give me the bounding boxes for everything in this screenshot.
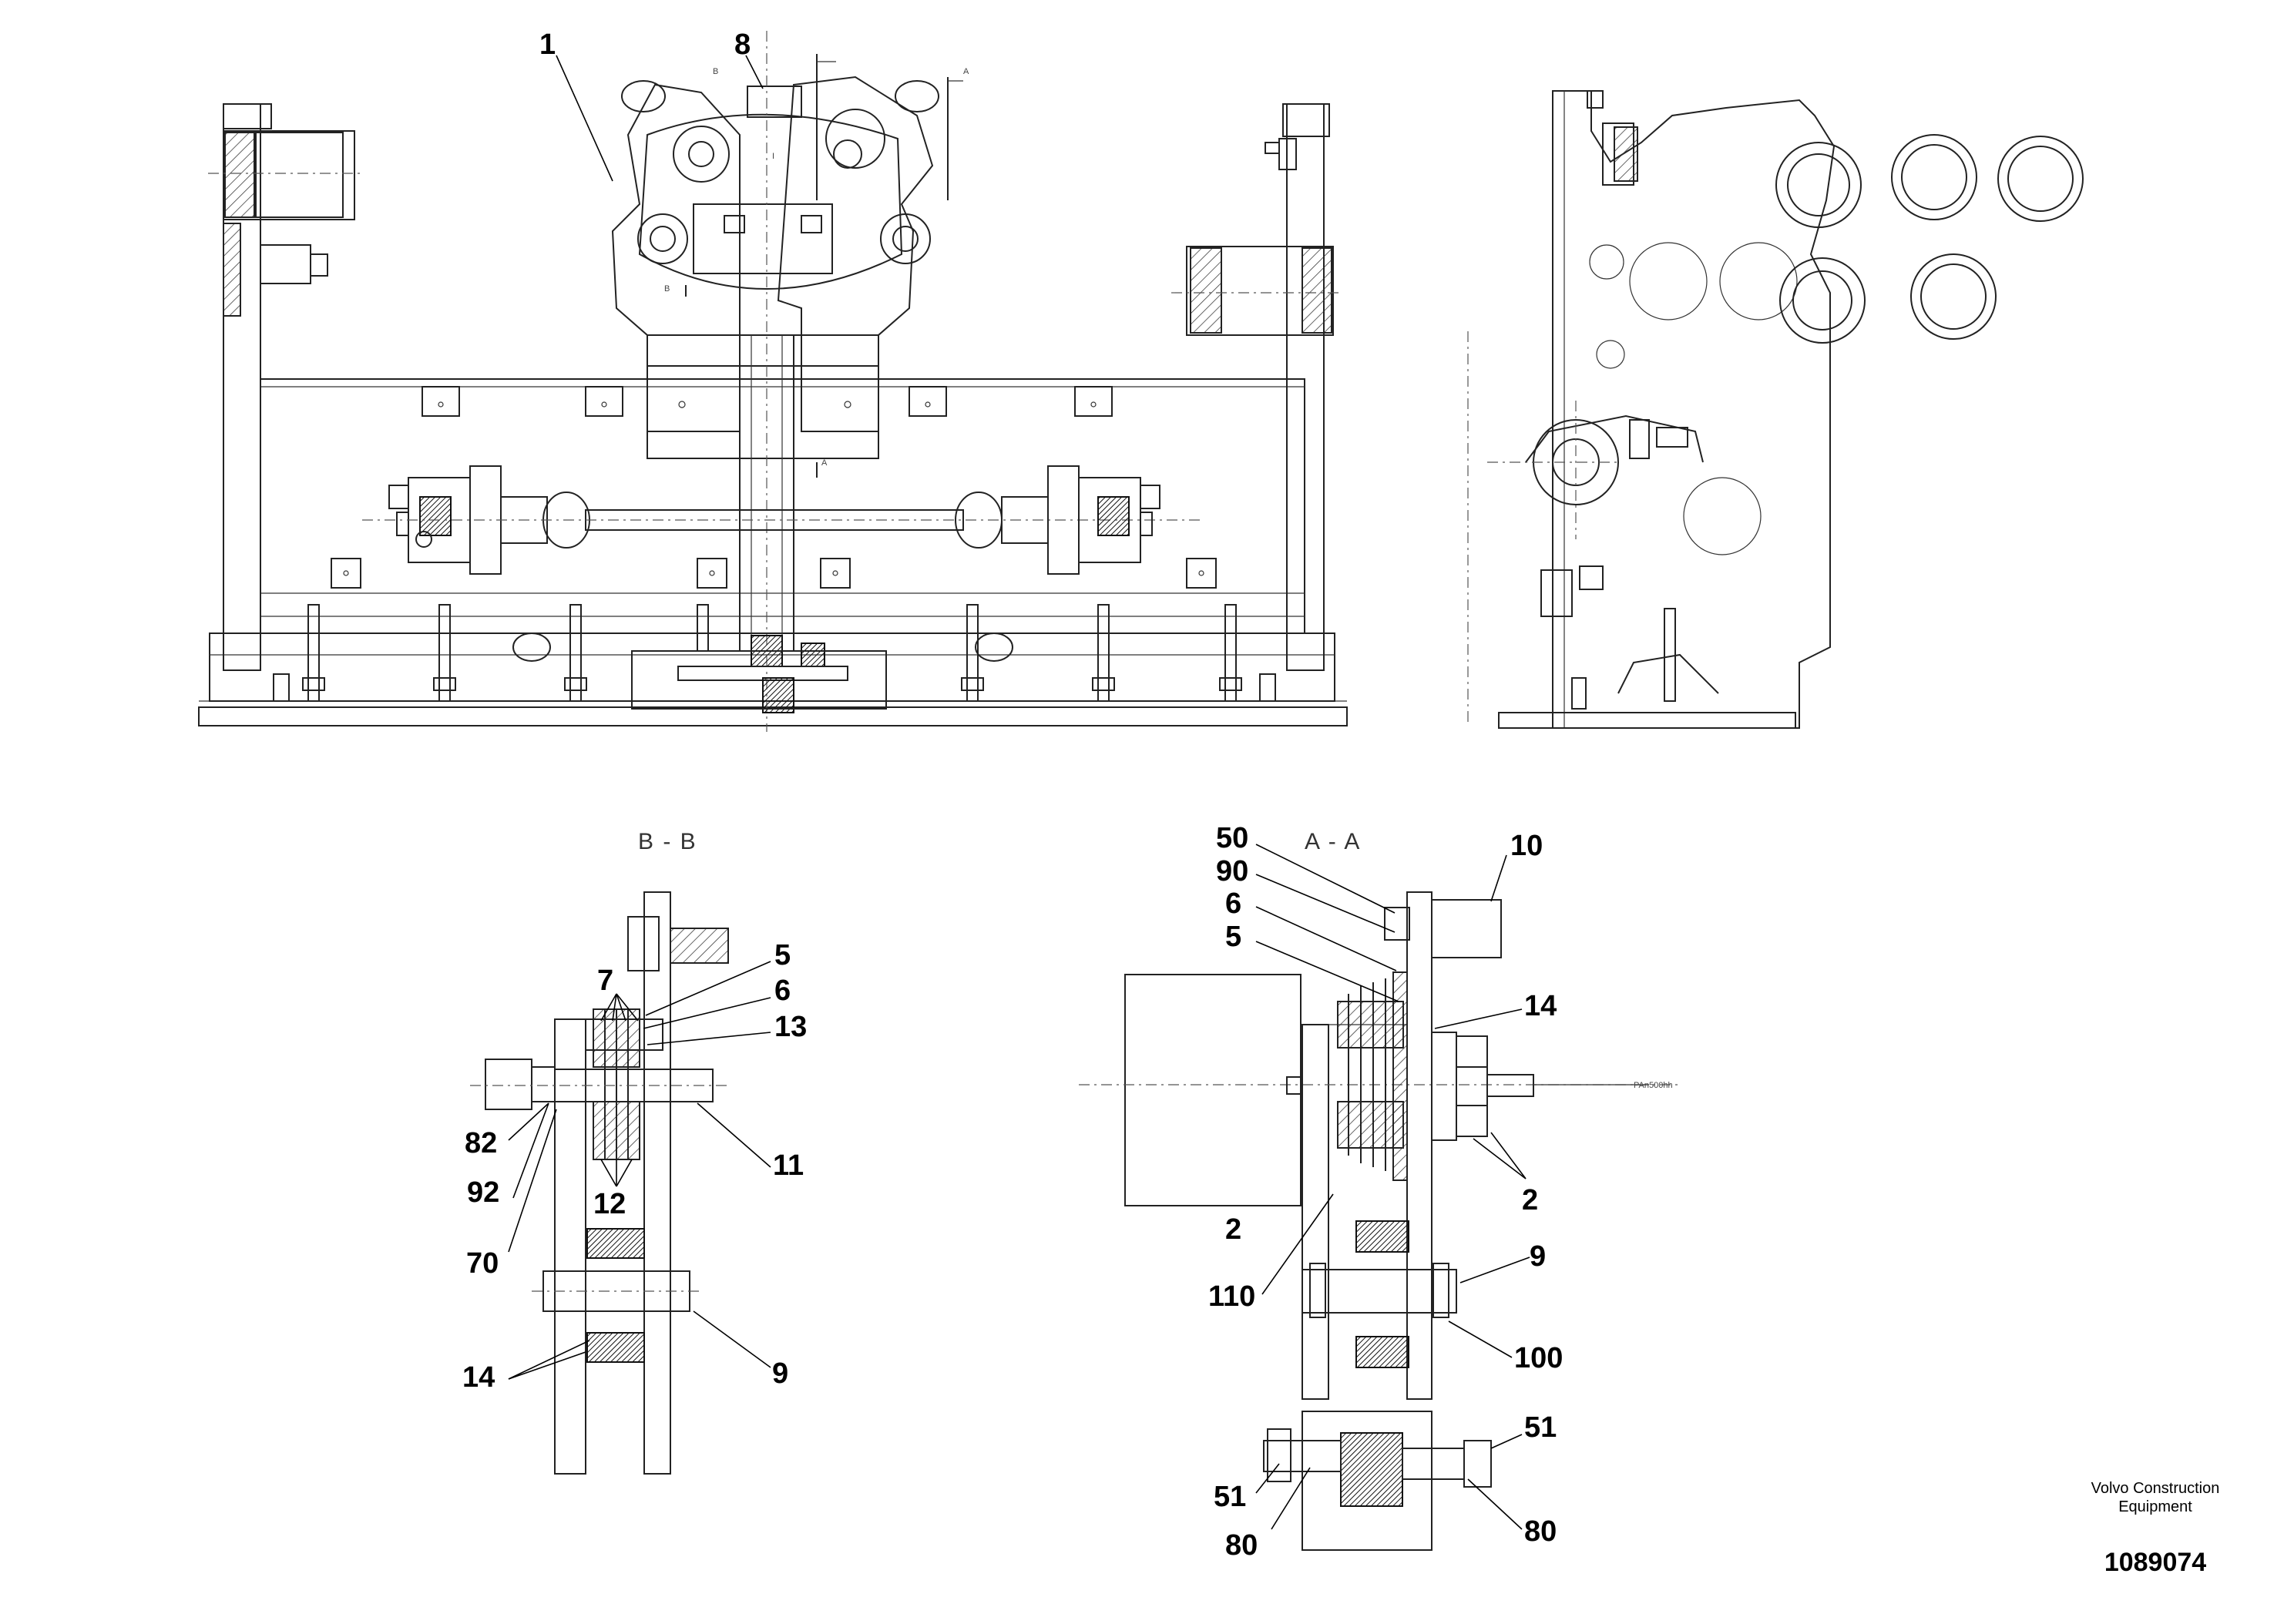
bb-callout-9: 9 [772, 1357, 788, 1390]
bb-callout-5: 5 [774, 939, 791, 971]
aa-callout-80-left: 80 [1225, 1529, 1258, 1562]
section-marker-b-top: B [713, 67, 718, 76]
bb-callout-6: 6 [774, 975, 791, 1007]
aa-callout-51-left: 51 [1214, 1481, 1246, 1513]
bb-callout-82: 82 [465, 1127, 497, 1159]
bb-callout-14: 14 [462, 1361, 495, 1394]
section-title-aa: A - A [1305, 829, 1361, 854]
section-marker-b-lower: B [664, 284, 670, 294]
aa-callout-10: 10 [1510, 830, 1543, 862]
drawing-number: 1089074 [2104, 1548, 2207, 1577]
section-aa: A - A [1079, 822, 1680, 1562]
callout-8: 8 [734, 29, 751, 61]
aa-callout-6: 6 [1225, 887, 1241, 920]
bb-callout-70: 70 [466, 1247, 499, 1280]
bracket-row-upper [422, 386, 1113, 417]
aa-callout-50: 50 [1216, 822, 1248, 854]
aa-callout-80-right: 80 [1524, 1515, 1557, 1548]
aa-callout-90: 90 [1216, 855, 1248, 887]
company-name-line2: Equipment [2118, 1498, 2192, 1515]
section-marker-a-top: A [963, 67, 969, 76]
bb-callout-92: 92 [467, 1176, 499, 1209]
callout-1: 1 [539, 29, 556, 61]
aa-callout-100: 100 [1514, 1342, 1563, 1374]
aa-callout-51-right: 51 [1524, 1411, 1557, 1444]
aa-callout-2-right: 2 [1522, 1184, 1538, 1216]
company-name-line1: Volvo Construction [2091, 1480, 2220, 1497]
bracket-row-lower [331, 558, 1217, 589]
aa-callout-14: 14 [1524, 990, 1557, 1022]
aa-callout-2-left: 2 [1225, 1213, 1241, 1246]
aa-dimension-note: PAn500hh [1634, 1081, 1673, 1090]
aa-callout-110: 110 [1208, 1280, 1255, 1313]
base-bolts [273, 604, 1276, 702]
front-view: B A B A I 1 8 [198, 29, 1348, 732]
side-view [1467, 90, 2084, 729]
bb-callout-13: 13 [774, 1011, 807, 1043]
section-title-bb: B - B [638, 829, 697, 854]
section-marker-a-lower: A [821, 458, 828, 468]
bb-callout-12: 12 [593, 1188, 626, 1220]
bb-callout-7: 7 [597, 965, 613, 997]
reference-mark-i: I [772, 152, 774, 161]
bb-callout-11: 11 [773, 1149, 804, 1182]
aa-callout-9: 9 [1530, 1240, 1546, 1273]
section-bb: B - B 7 5 6 13 82 [462, 829, 807, 1475]
aa-callout-5: 5 [1225, 921, 1241, 953]
company-label: Volvo Construction Equipment [2071, 1479, 2240, 1516]
